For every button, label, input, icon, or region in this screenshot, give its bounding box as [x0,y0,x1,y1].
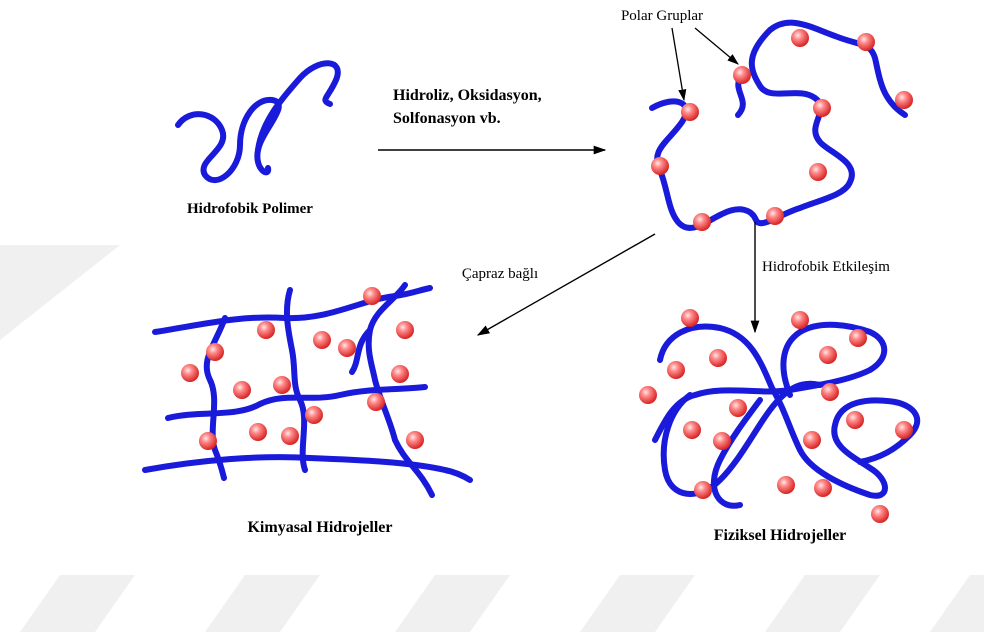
polar-group [729,399,747,417]
polar-group [667,361,685,379]
crosslink-arrow [478,234,655,335]
polar-group [849,329,867,347]
polar-group [249,423,267,441]
polar-group [681,309,699,327]
polar-group [363,287,381,305]
polar-group [305,406,323,424]
polar-group [814,479,832,497]
polar-group [693,213,711,231]
polar-group [871,505,889,523]
polar-group [338,339,356,357]
polar-group [777,476,795,494]
polar-group [391,365,409,383]
polar-group [367,393,385,411]
polar-group [681,103,699,121]
polar-group [803,431,821,449]
polar-group [857,33,875,51]
polar-group [813,99,831,117]
polar-group [396,321,414,339]
polar-group [821,383,839,401]
hydrophobic-interaction-label: Hidrofobik Etkileşim [762,259,890,275]
chemical-hydrogels-label: Kimyasal Hidrojeller [247,519,392,536]
polar-group [281,427,299,445]
polar-group [639,386,657,404]
hydrophobic-polymer-chain [178,63,338,180]
polar-groups-label: Polar Gruplar [621,8,703,24]
polar-group [199,432,217,450]
polar-group [709,349,727,367]
polar-groups-pointer-left [672,28,684,100]
physical-hydrogels-label: Fiziksel Hidrojeller [714,527,847,544]
reaction-label-line2: Solfonasyon vb. [393,110,501,127]
polar-group [257,321,275,339]
polar-group [766,207,784,225]
polar-group [733,66,751,84]
polar-polymer-chain [652,23,905,228]
polar-group [406,431,424,449]
crosslink-label: Çapraz bağlı [462,266,538,282]
polar-group [819,346,837,364]
polar-group [273,376,291,394]
polar-group [713,432,731,450]
polar-group [651,157,669,175]
polar-group [809,163,827,181]
polar-group [895,91,913,109]
polar-groups-pointer-right [695,28,738,64]
polar-group [181,364,199,382]
hydrophobic-polymer-label: Hidrofobik Polimer [187,201,313,217]
polar-group [233,381,251,399]
polar-group [791,29,809,47]
polar-group [313,331,331,349]
polar-group [683,421,701,439]
polar-group [895,421,913,439]
polar-group [206,343,224,361]
polar-group [846,411,864,429]
polar-group [694,481,712,499]
chemical-hydrogel-network [145,285,470,495]
reaction-label-line1: Hidroliz, Oksidasyon, [393,87,542,104]
polar-group [791,311,809,329]
